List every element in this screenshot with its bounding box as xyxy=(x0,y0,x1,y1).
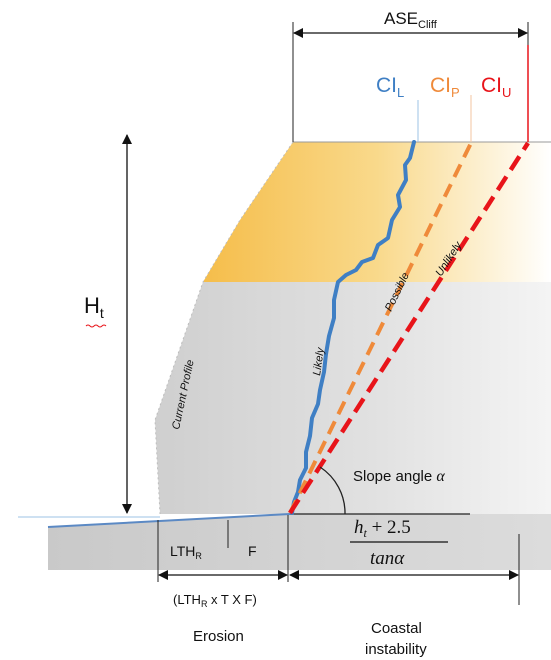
slope-angle-arc xyxy=(319,466,346,515)
coastal-label: Coastal xyxy=(371,620,422,637)
ci-u-label: CIU xyxy=(481,74,511,100)
upper-cliff-layer xyxy=(203,142,551,282)
lower-cliff-layer xyxy=(155,282,551,514)
ci-l-label: CIL xyxy=(376,74,404,100)
formula-denominator: tanα xyxy=(370,548,405,569)
erosion-label: Erosion xyxy=(193,628,244,645)
slope-angle-label: Slope angle α xyxy=(353,468,445,485)
possible-line xyxy=(288,142,473,514)
formula-numerator: ht + 2.5 xyxy=(354,517,411,540)
unlikely-line xyxy=(288,141,530,515)
instability-label: instability xyxy=(365,641,427,658)
current-profile-edge xyxy=(154,141,294,515)
likely-label: Likely xyxy=(311,345,327,376)
ase-cliff-label: ASECliff xyxy=(384,9,438,31)
lth-r-label: LTHR xyxy=(170,543,202,561)
erosion-formula: (LTHR x T X F) xyxy=(173,592,257,609)
height-label-squiggle xyxy=(85,324,107,328)
height-label: Ht xyxy=(84,293,104,321)
beach-line xyxy=(47,513,291,528)
ci-p-label: CIP xyxy=(430,74,460,100)
foreshore-strip xyxy=(48,514,551,570)
f-label: F xyxy=(248,543,257,559)
likely-line xyxy=(290,140,416,515)
